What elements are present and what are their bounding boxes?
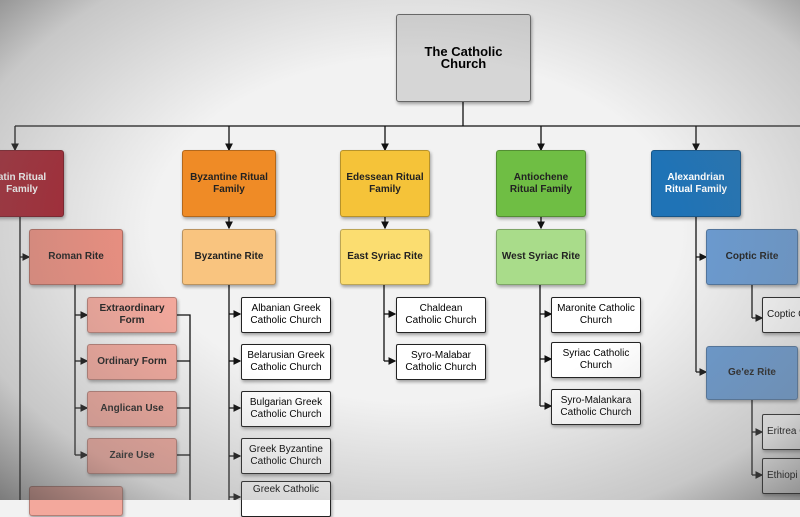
church-label: Belarusian Greek Catholic Church (247, 350, 325, 373)
church-syriac-catholic: Syriac Catholic Church (551, 342, 641, 378)
church-belarusian-greek-catholic: Belarusian Greek Catholic Church (241, 344, 331, 380)
church-label: Albanian Greek Catholic Church (250, 303, 322, 326)
church-label: Syro-Malabar Catholic Church (405, 350, 477, 373)
family-edessean-label: Edessean Ritual Family (346, 171, 424, 195)
rite-east-syriac: East Syriac Rite (340, 229, 430, 285)
family-antiochene: Antiochene Ritual Family (496, 150, 586, 217)
church-label: Bulgarian Greek Catholic Church (249, 397, 323, 420)
church-label: Ethiopi Ch (767, 470, 800, 481)
church-bulgarian-greek-catholic: Bulgarian Greek Catholic Church (241, 391, 331, 427)
rite-coptic-label: Coptic Rite (725, 251, 779, 262)
rite-geez: Ge'ez Rite (706, 346, 798, 400)
family-antiochene-label: Antiochene Ritual Family (509, 171, 573, 195)
church-syro-malabar-catholic: Syro-Malabar Catholic Church (396, 344, 486, 380)
church-greek-catholic: Greek Catholic (241, 481, 331, 517)
rite-west-syriac-label: West Syriac Rite (501, 251, 581, 262)
church-label: Coptic Ch (767, 309, 800, 320)
root-label: The Catholic Church (424, 44, 503, 71)
family-latin: atin Ritual Family (0, 150, 64, 217)
family-alexandrian: Alexandrian Ritual Family (651, 150, 741, 217)
church-label: Syriac Catholic Church (562, 348, 630, 371)
church-ethiopian-catholic: Ethiopi Ch (762, 458, 800, 494)
roman-use-extraordinary-form: Extraordinary Form (87, 297, 177, 333)
roman-use-zaire: Zaire Use (87, 438, 177, 474)
roman-use-anglican: Anglican Use (87, 391, 177, 427)
church-label: Chaldean Catholic Church (405, 303, 477, 326)
church-coptic-catholic: Coptic Ch (762, 297, 800, 333)
rite-byzantine-label: Byzantine Rite (194, 251, 264, 262)
rite-east-syriac-label: East Syriac Rite (347, 251, 423, 262)
church-label: Eritrea Ch (767, 426, 800, 437)
family-byzantine: Byzantine Ritual Family (182, 150, 276, 217)
rite-geez-label: Ge'ez Rite (728, 367, 776, 378)
roman-use-label: Extraordinary Form (99, 303, 165, 326)
church-label: Maronite Catholic Church (557, 303, 635, 326)
church-maronite-catholic: Maronite Catholic Church (551, 297, 641, 333)
church-label: Greek Byzantine Catholic Church (249, 444, 323, 467)
rite-roman: Roman Rite (29, 229, 123, 285)
church-label: Greek Catholic (252, 484, 320, 495)
rite-roman-label: Roman Rite (48, 251, 104, 262)
church-greek-byzantine-catholic: Greek Byzantine Catholic Church (241, 438, 331, 474)
family-alexandrian-label: Alexandrian Ritual Family (664, 171, 728, 195)
family-latin-label: atin Ritual Family (0, 171, 47, 195)
rite-partial-bottom (29, 486, 123, 516)
church-chaldean-catholic: Chaldean Catholic Church (396, 297, 486, 333)
family-edessean: Edessean Ritual Family (340, 150, 430, 217)
church-albanian-greek-catholic: Albanian Greek Catholic Church (241, 297, 331, 333)
roman-use-label: Anglican Use (100, 403, 164, 414)
roman-use-label: Zaire Use (109, 450, 155, 461)
family-byzantine-label: Byzantine Ritual Family (190, 171, 268, 195)
rite-coptic: Coptic Rite (706, 229, 798, 285)
rite-byzantine: Byzantine Rite (182, 229, 276, 285)
church-label: Syro-Malankara Catholic Church (560, 395, 632, 418)
church-syro-malankara-catholic: Syro-Malankara Catholic Church (551, 389, 641, 425)
roman-use-ordinary-form: Ordinary Form (87, 344, 177, 380)
church-eritrean-catholic: Eritrea Ch (762, 414, 800, 450)
root-node-catholic-church: The Catholic Church (396, 14, 531, 102)
rite-west-syriac: West Syriac Rite (496, 229, 586, 285)
roman-use-label: Ordinary Form (97, 356, 167, 367)
